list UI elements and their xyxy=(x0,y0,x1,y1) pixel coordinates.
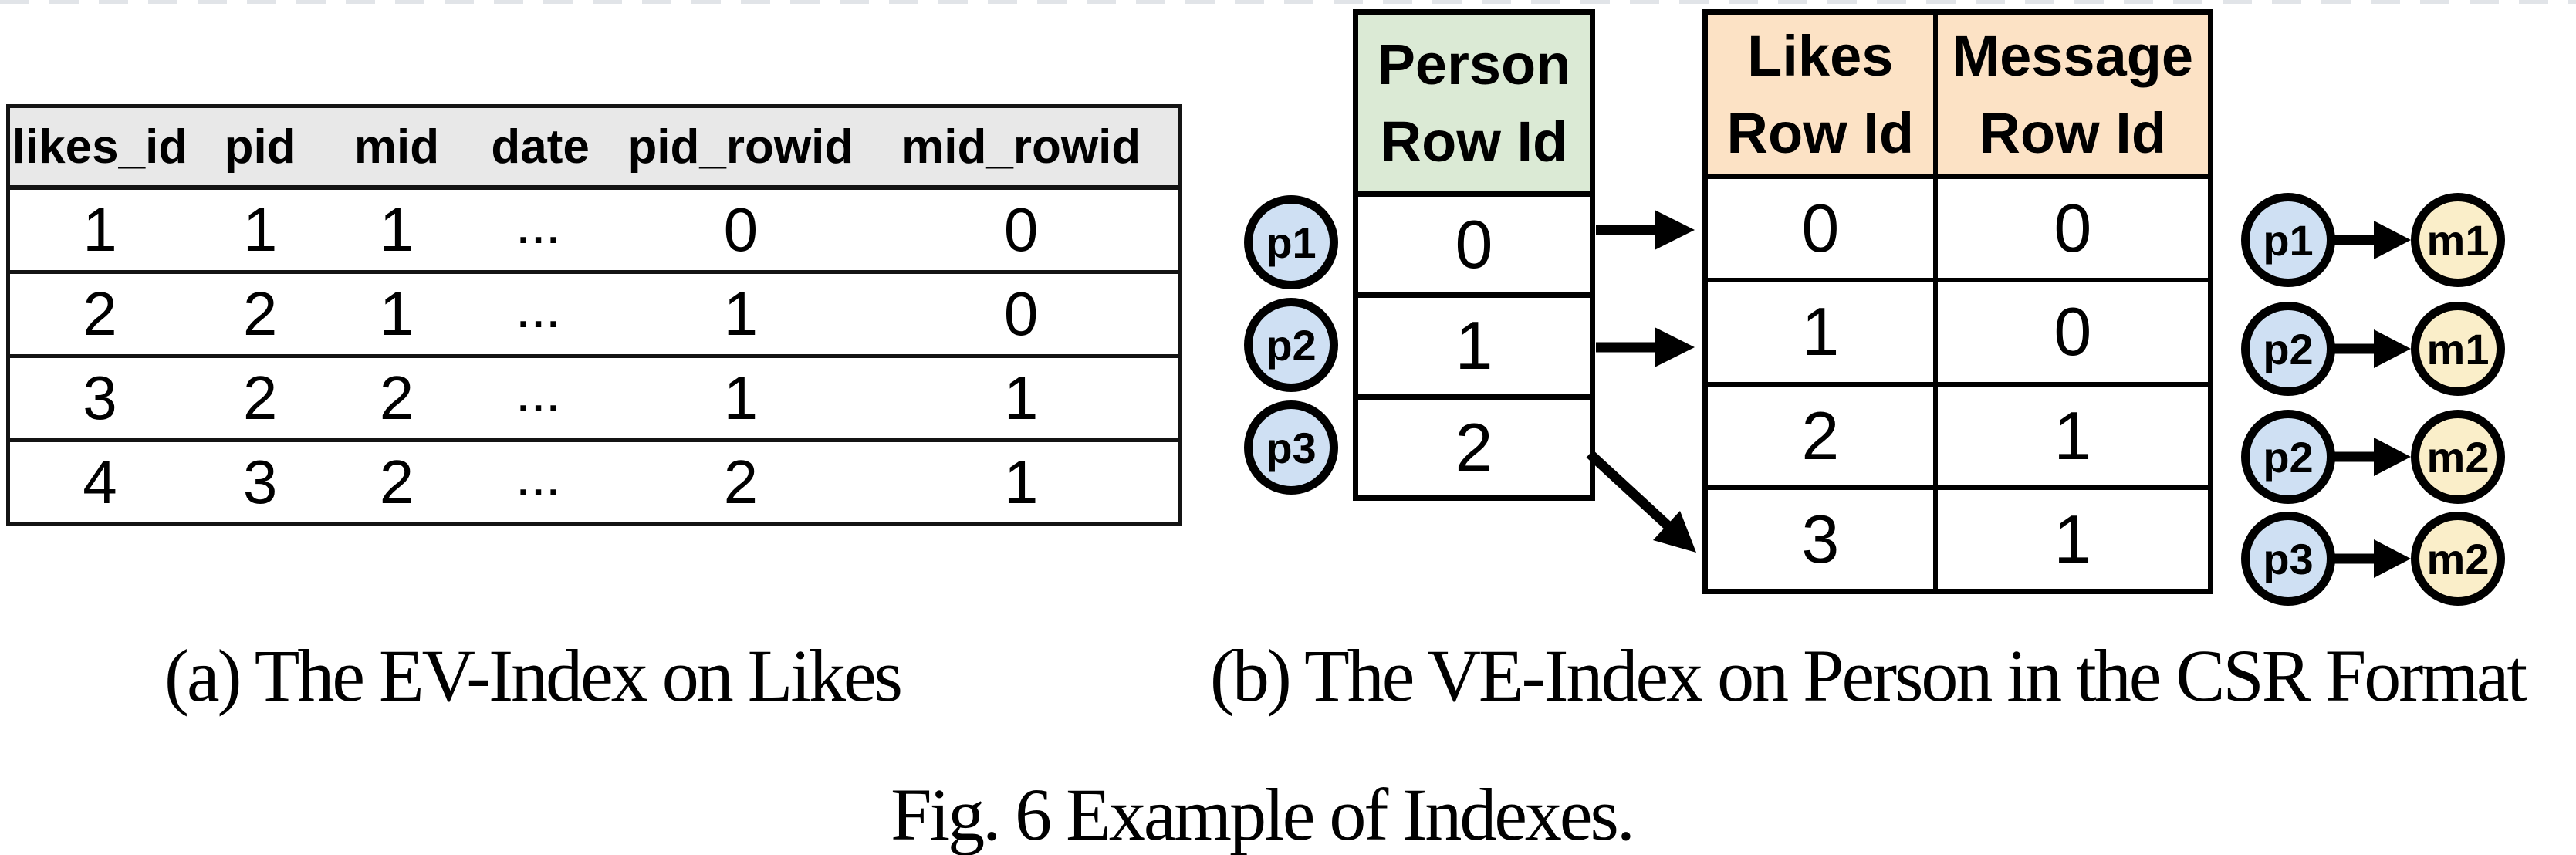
ev-cell: 2 xyxy=(330,356,463,442)
ev-col-header-date: date xyxy=(462,106,618,190)
ev-cell: 2 xyxy=(330,440,463,526)
header-line: Person xyxy=(1377,32,1571,96)
ev-col-header-mid-rowid: mid_rowid xyxy=(864,106,1181,190)
ev-cell: 4 xyxy=(8,440,190,526)
person-node-p1: p1 xyxy=(1244,195,1338,289)
person-rowid-cell: 1 xyxy=(1358,292,1590,394)
node-label: p3 xyxy=(1266,423,1317,472)
edge-arrow-p3-m2 xyxy=(2334,539,2411,578)
message-rowid-header: Message Row Id xyxy=(1932,15,2208,174)
ev-cell: 3 xyxy=(189,440,331,526)
person-rowid-cell: 0 xyxy=(1358,191,1590,292)
ev-col-header-pid-rowid: pid_rowid xyxy=(617,106,864,190)
node-label: m2 xyxy=(2426,534,2490,583)
scan-artifact-line xyxy=(0,0,2576,4)
person-rowid-table: Person Row Id 0 1 2 xyxy=(1353,9,1595,501)
figure-caption: Fig. 6 Example of Indexes. xyxy=(891,773,1635,855)
ev-cell: 0 xyxy=(864,188,1181,274)
edge-target-node-m1: m1 xyxy=(2411,302,2505,396)
likes-rowid-cell: 1 xyxy=(1708,278,1933,381)
ev-cell: 1 xyxy=(617,356,864,442)
table-row: 1 1 1 ... 0 0 xyxy=(8,188,1181,274)
edge-source-node-p3: p3 xyxy=(2241,512,2335,606)
ev-cell: 2 xyxy=(189,356,331,442)
header-line: Row Id xyxy=(1979,100,2167,165)
ev-cell: 1 xyxy=(864,356,1181,442)
node-label: p2 xyxy=(2263,324,2314,373)
ev-cell-ellipsis: ... xyxy=(462,356,618,442)
caption-subfigure-a: (a) The EV-Index on Likes xyxy=(164,634,903,717)
likes-message-rowid-table: Likes Row Id Message Row Id 0 0 1 0 2 1 … xyxy=(1702,9,2213,594)
ev-cell: 1 xyxy=(617,272,864,358)
node-label: p1 xyxy=(1266,218,1317,267)
message-rowid-cell: 1 xyxy=(1932,485,2208,589)
ev-cell: 1 xyxy=(330,188,463,274)
person-rowid-cell: 2 xyxy=(1358,394,1590,495)
edge-source-node-p2: p2 xyxy=(2241,410,2335,504)
csr-arrow-row0 xyxy=(1596,210,1695,250)
likes-rowid-cell: 0 xyxy=(1708,174,1933,278)
ev-cell-ellipsis: ... xyxy=(462,188,618,274)
message-rowid-cell: 0 xyxy=(1932,174,2208,279)
ev-cell: 1 xyxy=(8,188,190,274)
ev-cell-ellipsis: ... xyxy=(462,440,618,526)
edge-source-node-p2: p2 xyxy=(2241,302,2335,396)
ev-cell: 0 xyxy=(617,188,864,274)
ev-col-header-mid: mid xyxy=(330,106,463,190)
table-row: 4 3 2 ... 2 1 xyxy=(8,440,1181,526)
ev-col-header-pid: pid xyxy=(189,106,331,190)
node-label: p2 xyxy=(2263,432,2314,482)
person-node-p3: p3 xyxy=(1244,400,1338,495)
csr-arrow-row1 xyxy=(1596,327,1695,367)
ev-index-table: likes_id pid mid date pid_rowid mid_rowi… xyxy=(6,104,1182,526)
edge-target-node-m2: m2 xyxy=(2411,410,2505,504)
ev-cell: 3 xyxy=(8,356,190,442)
ev-cell: 1 xyxy=(864,440,1181,526)
header-line: Row Id xyxy=(1380,109,1568,174)
edge-arrow-p2-m1 xyxy=(2334,329,2411,368)
header-line: Likes xyxy=(1747,23,1894,88)
ev-header-row: likes_id pid mid date pid_rowid mid_rowi… xyxy=(8,106,1181,190)
ev-cell: 1 xyxy=(330,272,463,358)
edge-arrow-p1-m1 xyxy=(2334,221,2411,259)
table-row: 3 2 2 ... 1 1 xyxy=(8,356,1181,442)
header-line: Row Id xyxy=(1726,100,1915,165)
edge-arrow-p2-m2 xyxy=(2334,438,2411,476)
node-label: m2 xyxy=(2426,432,2490,482)
node-label: p3 xyxy=(2263,534,2314,583)
message-rowid-cell: 0 xyxy=(1932,278,2208,382)
table-row: 2 2 1 ... 1 0 xyxy=(8,272,1181,358)
likes-rowid-header: Likes Row Id xyxy=(1708,15,1933,174)
node-label: m1 xyxy=(2426,324,2490,373)
node-label: p1 xyxy=(2263,215,2314,265)
ev-cell: 2 xyxy=(189,272,331,358)
edge-source-node-p1: p1 xyxy=(2241,193,2335,287)
ev-cell: 2 xyxy=(617,440,864,526)
node-label: p2 xyxy=(1266,320,1317,370)
ev-cell: 2 xyxy=(8,272,190,358)
ev-col-header-likes-id: likes_id xyxy=(8,106,190,190)
likes-rowid-cell: 3 xyxy=(1708,485,1933,589)
message-rowid-cell: 1 xyxy=(1932,381,2208,485)
edge-target-node-m1: m1 xyxy=(2411,193,2505,287)
node-label: m1 xyxy=(2426,215,2490,265)
edge-target-node-m2: m2 xyxy=(2411,512,2505,606)
header-line: Message xyxy=(1952,23,2194,88)
person-node-p2: p2 xyxy=(1244,298,1338,392)
person-rowid-header: Person Row Id xyxy=(1358,15,1590,191)
csr-arrow-row2-diagonal xyxy=(1586,450,1696,553)
likes-rowid-cell: 2 xyxy=(1708,381,1933,485)
ev-cell: 0 xyxy=(864,272,1181,358)
ev-cell: 1 xyxy=(189,188,331,274)
ev-cell-ellipsis: ... xyxy=(462,272,618,358)
caption-subfigure-b: (b) The VE-Index on Person in the CSR Fo… xyxy=(1209,634,2527,717)
